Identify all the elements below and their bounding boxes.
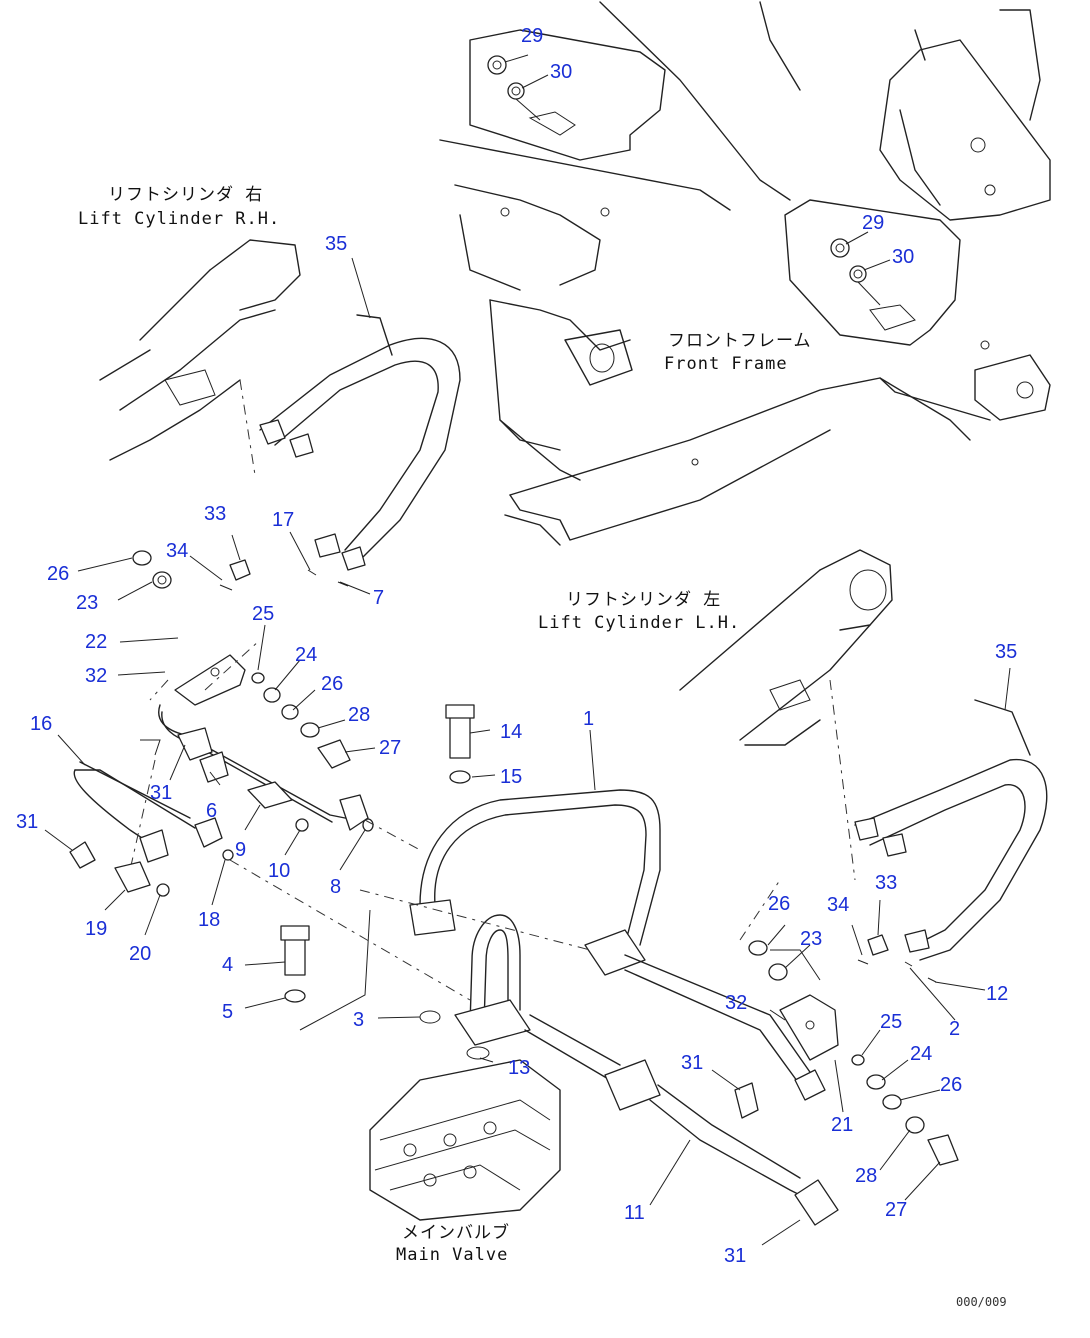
part-label: 33 <box>204 503 226 525</box>
caption-main-valve-jp: メインバルブ <box>402 1222 510 1243</box>
captions: リフトシリンダ 右 Lift Cylinder R.H. フロントフレーム Fr… <box>78 185 1007 1309</box>
caption-front-frame-en: Front Frame <box>664 354 788 374</box>
part-label: 26 <box>321 673 343 695</box>
part-label: 12 <box>986 983 1008 1005</box>
part-number-labels: 29 30 29 30 35 35 33 34 26 23 17 7 25 22… <box>16 25 1017 1267</box>
hose-35-rh <box>259 314 461 571</box>
tube-assembly-left <box>73 639 369 871</box>
part-label: 35 <box>995 641 1017 663</box>
part-label: 34 <box>827 894 849 916</box>
lift-cylinder-lh <box>679 549 893 881</box>
drawing-code: 000/009 <box>956 1295 1007 1309</box>
part-label: 24 <box>910 1043 932 1065</box>
front-frame <box>439 1 1051 546</box>
part-label: 4 <box>222 954 233 976</box>
part-label: 26 <box>47 563 69 585</box>
part-label: 29 <box>521 25 543 47</box>
part-label: 33 <box>875 872 897 894</box>
part-label: 5 <box>222 1001 233 1023</box>
part-label: 26 <box>940 1074 962 1096</box>
part-label: 11 <box>624 1202 645 1224</box>
part-label: 31 <box>16 811 38 833</box>
hardware-left <box>69 550 490 1060</box>
part-label: 2 <box>949 1018 960 1040</box>
tube-1-and-11 <box>229 789 839 1226</box>
hose-35-lh <box>854 699 1048 961</box>
part-label: 13 <box>508 1057 530 1079</box>
part-label: 29 <box>862 212 884 234</box>
leader-lines <box>44 54 1011 1246</box>
caption-lift-rh-jp: リフトシリンダ 右 <box>108 185 263 205</box>
part-label: 7 <box>373 587 384 609</box>
main-valve <box>369 1059 561 1221</box>
part-label: 31 <box>681 1052 703 1074</box>
part-label: 17 <box>272 509 294 531</box>
hardware-right <box>734 879 959 1166</box>
part-label: 1 <box>583 708 594 730</box>
part-label: 3 <box>353 1009 364 1031</box>
part-label: 19 <box>85 918 107 940</box>
caption-main-valve-en: Main Valve <box>396 1245 508 1265</box>
caption-front-frame-jp: フロントフレーム <box>668 331 812 351</box>
part-label: 30 <box>892 246 914 268</box>
part-label: 34 <box>166 540 188 562</box>
part-label: 23 <box>800 928 822 950</box>
part-label: 27 <box>885 1199 907 1221</box>
part-label: 10 <box>268 860 290 882</box>
part-label: 25 <box>880 1011 902 1033</box>
caption-lift-lh-jp: リフトシリンダ 左 <box>566 590 721 610</box>
part-label: 15 <box>500 766 522 788</box>
part-label: 24 <box>295 644 317 666</box>
part-label: 25 <box>252 603 274 625</box>
part-label: 16 <box>30 713 52 735</box>
part-label: 9 <box>235 839 246 861</box>
part-label: 32 <box>85 665 107 687</box>
part-label: 6 <box>206 800 217 822</box>
part-label: 27 <box>379 737 401 759</box>
part-label: 30 <box>550 61 572 83</box>
part-label: 18 <box>198 909 220 931</box>
part-label: 14 <box>500 721 522 743</box>
part-label: 28 <box>348 704 370 726</box>
caption-lift-rh-en: Lift Cylinder R.H. <box>78 209 280 229</box>
part-label: 21 <box>831 1114 853 1136</box>
part-label: 22 <box>85 631 107 653</box>
part-label: 20 <box>129 943 151 965</box>
part-label: 31 <box>724 1245 746 1267</box>
lift-cylinder-rh <box>99 239 301 476</box>
part-label: 32 <box>725 992 747 1014</box>
part-label: 28 <box>855 1165 877 1187</box>
part-label: 23 <box>76 592 98 614</box>
caption-lift-lh-en: Lift Cylinder L.H. <box>538 613 740 633</box>
part-label: 8 <box>330 876 341 898</box>
part-label: 35 <box>325 233 347 255</box>
part-label: 31 <box>150 782 172 804</box>
part-label: 26 <box>768 893 790 915</box>
